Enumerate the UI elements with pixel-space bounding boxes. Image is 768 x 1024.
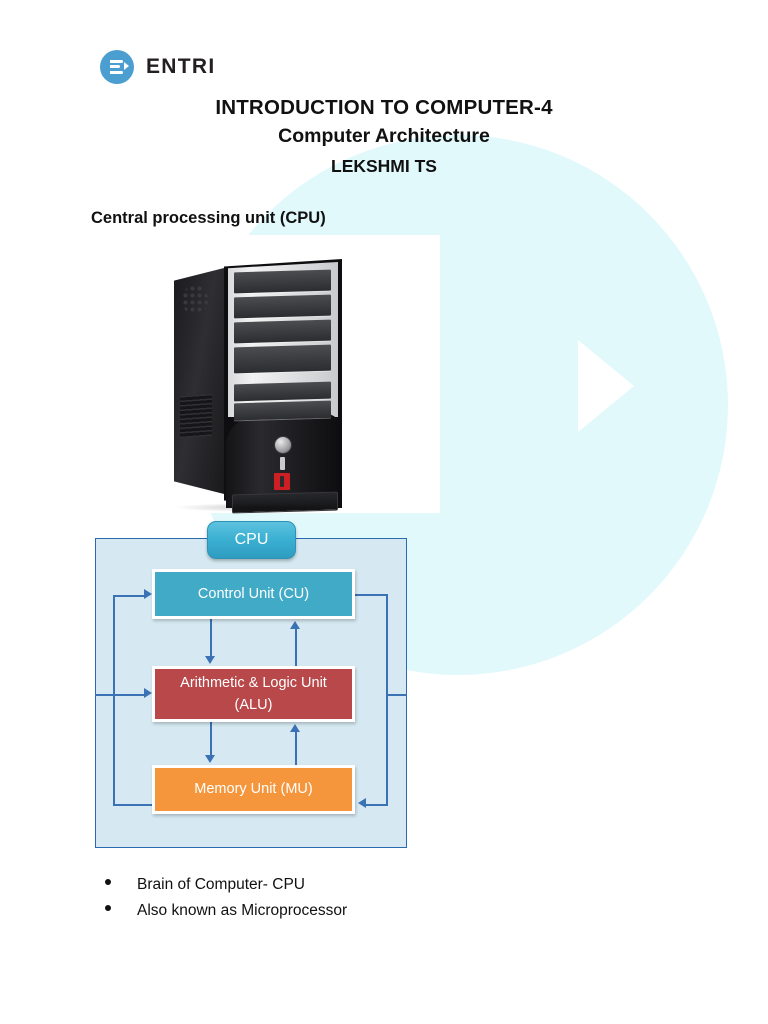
brand-logo: ENTRI bbox=[100, 50, 216, 84]
arrow-alu-to-mu bbox=[205, 755, 215, 763]
red-indicator-badge bbox=[274, 473, 290, 490]
power-button-icon bbox=[274, 436, 292, 454]
entri-e-play-icon bbox=[100, 50, 134, 84]
computer-tower-photo bbox=[170, 235, 440, 514]
arrow-cu-to-alu bbox=[205, 656, 215, 664]
author-name: LEKSHMI TS bbox=[331, 156, 437, 176]
watermark-play-triangle-icon bbox=[578, 340, 634, 432]
arrow-into-alu bbox=[144, 688, 152, 698]
block-control-unit: Control Unit (CU) bbox=[152, 569, 355, 619]
bullet-list: Brain of Computer- CPU Also known as Mic… bbox=[100, 872, 347, 924]
connector-alu-to-cu bbox=[295, 627, 298, 668]
list-item: Also known as Microprocessor bbox=[100, 898, 347, 924]
tower-side-vent bbox=[182, 285, 208, 315]
drive-bay bbox=[234, 400, 331, 421]
drive-bay bbox=[234, 381, 331, 402]
block-memory-unit: Memory Unit (MU) bbox=[152, 765, 355, 814]
connector-outer-to-alu bbox=[95, 694, 147, 697]
arrow-mu-to-alu bbox=[290, 724, 300, 732]
drive-bay bbox=[234, 294, 331, 319]
tower-shadow bbox=[176, 503, 342, 512]
title-block: INTRODUCTION TO COMPUTER-4 Computer Arch… bbox=[0, 94, 768, 181]
connector-cu-to-alu bbox=[210, 619, 213, 658]
arrow-into-mu bbox=[358, 798, 366, 808]
block-alu-line1: Arithmetic & Logic Unit bbox=[180, 674, 327, 691]
page-title: INTRODUCTION TO COMPUTER-4 bbox=[215, 96, 553, 119]
connector-left-to-cu bbox=[113, 595, 147, 598]
tower-case-illustration bbox=[170, 243, 346, 514]
bullet-dot-icon bbox=[105, 905, 111, 911]
drive-bay bbox=[234, 319, 331, 344]
drive-bay bbox=[234, 344, 331, 374]
page-subtitle: Computer Architecture bbox=[278, 125, 490, 147]
brand-name: ENTRI bbox=[146, 55, 216, 78]
bullet-dot-icon bbox=[105, 879, 111, 885]
usb-port-icon bbox=[280, 457, 285, 470]
connector-right-outer-stub bbox=[386, 694, 407, 697]
connector-left-rail bbox=[113, 595, 116, 806]
connector-cu-to-right-rail bbox=[355, 594, 388, 597]
arrow-alu-to-cu bbox=[290, 621, 300, 629]
connector-alu-to-mu bbox=[210, 722, 213, 757]
block-alu: Arithmetic & Logic Unit (ALU) bbox=[152, 666, 355, 722]
tower-side-grill bbox=[180, 393, 212, 439]
block-alu-line2: (ALU) bbox=[234, 697, 273, 713]
connector-right-rail-to-mu bbox=[365, 804, 388, 807]
list-item-label: Brain of Computer- CPU bbox=[137, 876, 305, 893]
section-heading: Central processing unit (CPU) bbox=[91, 209, 326, 227]
connector-right-rail bbox=[386, 594, 389, 804]
list-item: Brain of Computer- CPU bbox=[100, 872, 347, 898]
connector-mu-to-left-rail bbox=[113, 804, 154, 807]
diagram-cpu-label: CPU bbox=[207, 521, 296, 559]
arrow-into-cu bbox=[144, 589, 152, 599]
drive-bay bbox=[234, 269, 331, 294]
list-item-label: Also known as Microprocessor bbox=[137, 902, 348, 919]
connector-mu-to-alu bbox=[295, 730, 298, 767]
